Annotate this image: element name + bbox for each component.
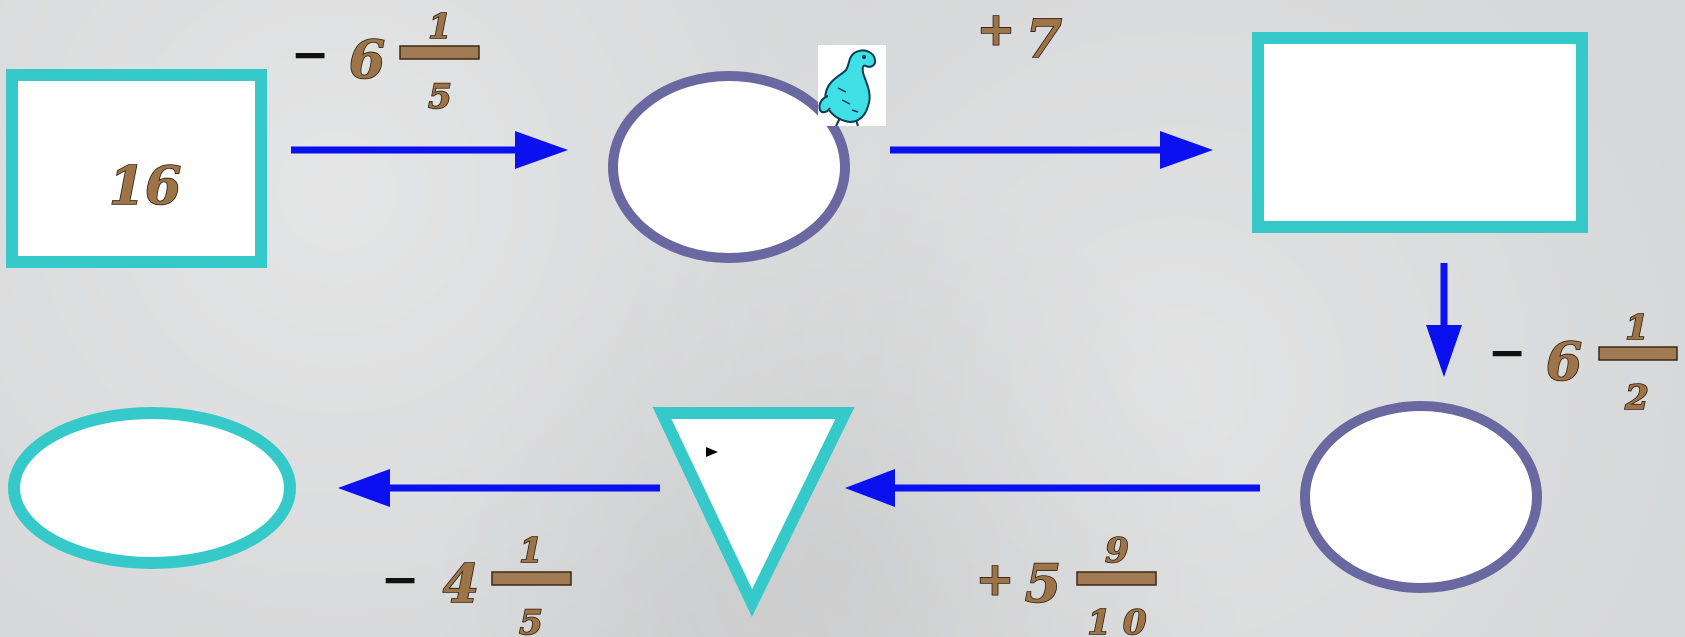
step-1-numerator: 1: [428, 7, 452, 47]
step-5-denominator: 5: [519, 603, 543, 637]
step-5-whole: 4: [443, 554, 479, 615]
step-3-whole: 6: [1546, 332, 1582, 393]
step-4-fraction-bar: [1077, 572, 1156, 585]
step-2-label: + 7: [977, 2, 1062, 70]
arrow-5: [338, 469, 660, 507]
blank-circle-1: [613, 76, 845, 258]
step-4-numerator: 9: [1105, 531, 1129, 571]
step-4-denominator: 1 0: [1087, 603, 1146, 637]
step-2-whole: 7: [1026, 9, 1062, 70]
step-1-label: − 6 1 5: [291, 7, 479, 117]
step-2-sign: +: [977, 2, 1016, 56]
step-5-numerator: 1: [519, 531, 543, 571]
step-1-fraction-bar: [400, 46, 479, 59]
blank-box-2: [1258, 38, 1582, 227]
step-1-sign: −: [291, 27, 330, 81]
step-5-sign: −: [381, 552, 420, 606]
step-1-whole: 6: [349, 30, 385, 91]
step-5-fraction-bar: [492, 572, 571, 585]
start-value: 16: [109, 156, 181, 217]
blank-circle-3: [1305, 406, 1537, 588]
step-4-sign: +: [976, 552, 1015, 606]
step-3-sign: −: [1488, 325, 1527, 379]
cyan-dinosaur-icon: [818, 45, 886, 126]
step-3-denominator: 2: [1624, 378, 1649, 418]
result-oval: [14, 413, 290, 563]
step-5-label: − 4 1 5: [381, 531, 571, 637]
arrow-1: [291, 131, 568, 169]
step-3-label: − 6 1 2: [1488, 308, 1677, 418]
step-1-denominator: 5: [428, 77, 452, 117]
blank-triangle-4: [662, 413, 845, 603]
step-3-fraction-bar: [1599, 347, 1677, 360]
arrow-2: [890, 131, 1213, 169]
arrow-3: [1426, 263, 1462, 377]
step-3-numerator: 1: [1625, 308, 1649, 348]
step-4-whole: 5: [1025, 554, 1061, 615]
step-4-label: + 5 9 1 0: [976, 531, 1156, 637]
arrow-4: [845, 469, 1260, 507]
